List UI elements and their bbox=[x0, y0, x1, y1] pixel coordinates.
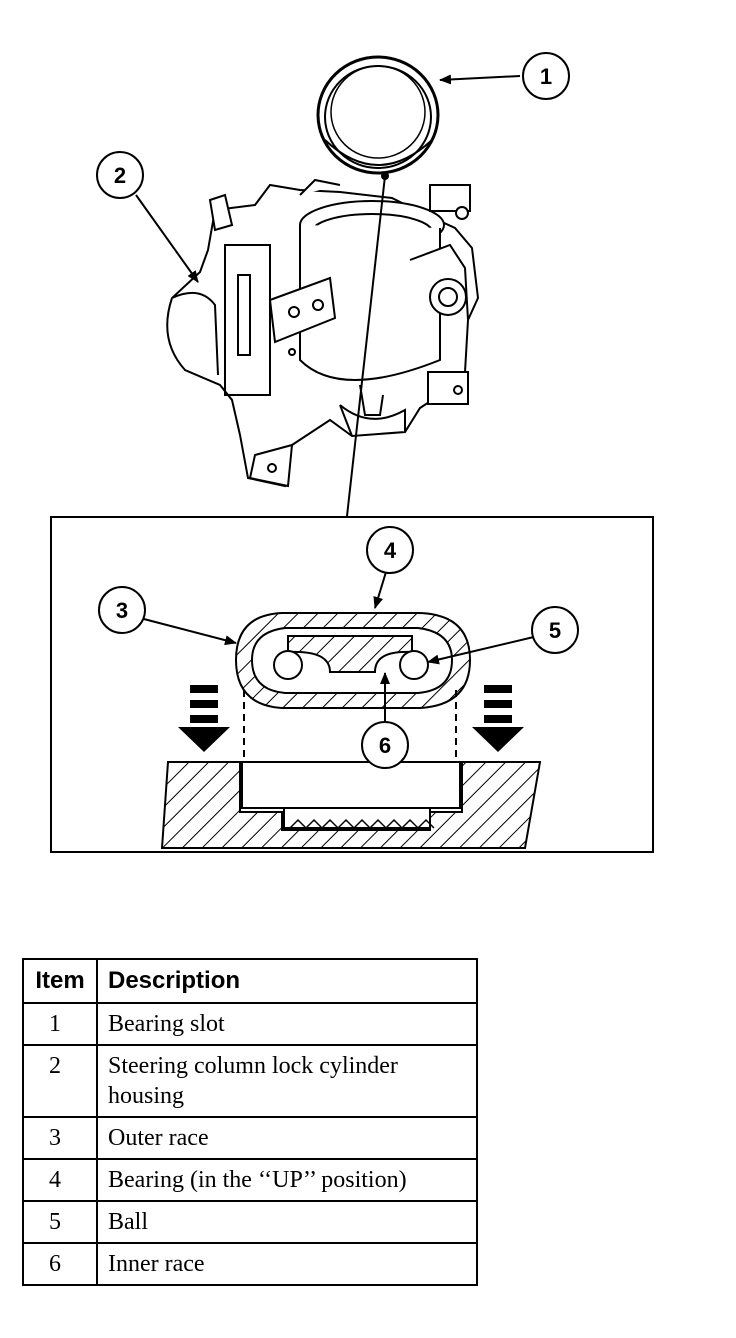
table-row: 4 Bearing (in the ‘‘UP’’ position) bbox=[22, 1158, 478, 1202]
bearing-ring bbox=[316, 55, 440, 175]
table-row: 6 Inner race bbox=[22, 1242, 478, 1286]
bearing-cross-section bbox=[234, 612, 472, 709]
table-row: 1 Bearing slot bbox=[22, 1002, 478, 1046]
leader-line-1 bbox=[439, 74, 521, 85]
callout-5: 5 bbox=[531, 606, 579, 654]
callout-4: 4 bbox=[366, 526, 414, 574]
item-number: 1 bbox=[22, 1002, 98, 1046]
svg-text:2: 2 bbox=[114, 163, 126, 188]
svg-text:1: 1 bbox=[540, 64, 552, 89]
lock-cylinder-housing bbox=[166, 178, 480, 488]
inset-connector-line bbox=[346, 175, 386, 517]
item-description: Steering column lock cylinder housing bbox=[96, 1044, 478, 1118]
alignment-dashed-lines bbox=[243, 690, 457, 762]
svg-text:6: 6 bbox=[379, 733, 391, 758]
item-number: 6 bbox=[22, 1242, 98, 1286]
leader-line-2 bbox=[135, 194, 199, 283]
item-description: Bearing slot bbox=[96, 1002, 478, 1046]
header-description: Description bbox=[96, 958, 478, 1004]
item-number: 2 bbox=[22, 1044, 98, 1118]
item-number: 4 bbox=[22, 1158, 98, 1202]
legend-table: Item Description 1 Bearing slot 2 Steeri… bbox=[22, 958, 478, 1286]
item-description: Outer race bbox=[96, 1116, 478, 1160]
header-item: Item bbox=[22, 958, 98, 1004]
table-row: 3 Outer race bbox=[22, 1116, 478, 1160]
item-description: Ball bbox=[96, 1200, 478, 1244]
press-arrow-left bbox=[178, 685, 230, 752]
svg-text:4: 4 bbox=[384, 538, 397, 563]
item-description: Inner race bbox=[96, 1242, 478, 1286]
leader-line-3 bbox=[139, 617, 237, 646]
item-description: Bearing (in the ‘‘UP’’ position) bbox=[96, 1158, 478, 1202]
callout-6: 6 bbox=[361, 721, 409, 769]
legend-header-row: Item Description bbox=[22, 958, 478, 1004]
svg-text:5: 5 bbox=[549, 618, 561, 643]
base-fixture bbox=[160, 761, 542, 849]
callout-3: 3 bbox=[98, 586, 146, 634]
press-arrow-right bbox=[472, 685, 524, 752]
bearing-installation-illustration: 1 2 3 4 5 6 bbox=[50, 52, 654, 853]
leader-line-4 bbox=[373, 571, 387, 609]
item-number: 3 bbox=[22, 1116, 98, 1160]
item-number: 5 bbox=[22, 1200, 98, 1244]
callout-2: 2 bbox=[96, 151, 144, 199]
callout-1: 1 bbox=[522, 52, 570, 100]
svg-text:3: 3 bbox=[116, 598, 128, 623]
table-row: 2 Steering column lock cylinder housing bbox=[22, 1044, 478, 1118]
table-row: 5 Ball bbox=[22, 1200, 478, 1244]
leader-line-5 bbox=[427, 635, 539, 665]
